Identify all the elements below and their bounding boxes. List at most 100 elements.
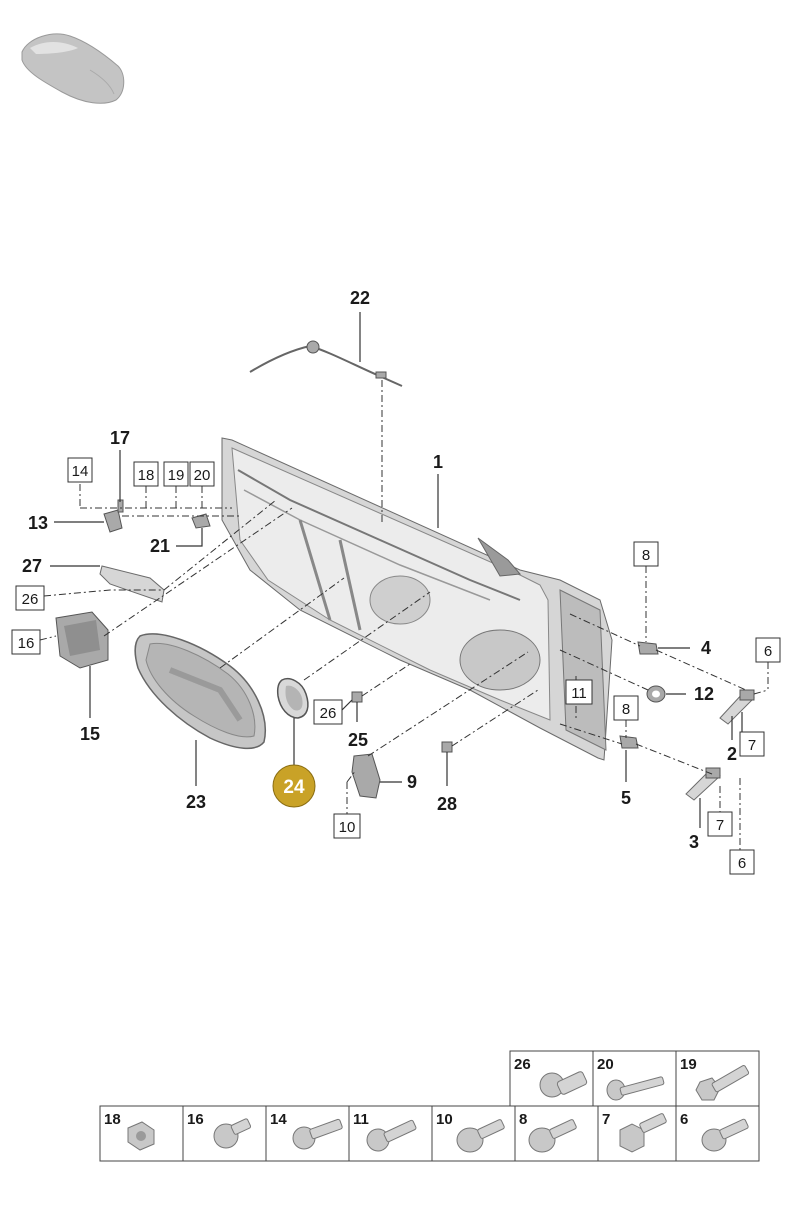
ref-box-7[interactable]: 7 <box>707 811 733 837</box>
fastener-cell[interactable]: 10 <box>431 1105 516 1162</box>
fastener-cell[interactable]: 26 <box>509 1050 594 1107</box>
svg-text:26: 26 <box>514 1056 531 1073</box>
ref-box-20[interactable]: 20 <box>189 461 215 487</box>
svg-text:24: 24 <box>283 777 305 798</box>
clip-part-13[interactable] <box>103 509 123 533</box>
door-shell-part-1[interactable] <box>221 437 613 761</box>
callout-2[interactable]: 2 <box>727 744 737 764</box>
clip-part-21[interactable] <box>191 513 211 529</box>
fastener-cell[interactable]: 14 <box>265 1105 350 1162</box>
hinge-part-3[interactable] <box>685 767 721 801</box>
hinge-bracket-part-4[interactable] <box>637 641 659 655</box>
fastener-cell[interactable]: 11 <box>348 1105 433 1162</box>
vehicle-thumbnail-icon <box>21 33 125 104</box>
svg-text:7: 7 <box>716 817 724 834</box>
svg-text:11: 11 <box>353 1111 369 1128</box>
callout-15[interactable]: 15 <box>80 724 100 744</box>
callout-25[interactable]: 25 <box>348 730 368 750</box>
svg-text:8: 8 <box>622 701 630 718</box>
callout-23[interactable]: 23 <box>186 792 206 812</box>
torx-bolt-icon <box>366 1119 417 1152</box>
hex-nut-icon <box>127 1121 155 1151</box>
svg-text:6: 6 <box>738 855 746 872</box>
callout-3[interactable]: 3 <box>689 832 699 852</box>
svg-text:8: 8 <box>519 1111 527 1128</box>
svg-text:20: 20 <box>597 1056 614 1073</box>
cover-part-24[interactable] <box>276 678 309 719</box>
callout-13[interactable]: 13 <box>28 513 48 533</box>
svg-text:19: 19 <box>168 467 185 484</box>
callout-27[interactable]: 27 <box>22 556 42 576</box>
ref-box-6[interactable]: 6 <box>729 849 755 875</box>
ref-box-16[interactable]: 16 <box>11 629 41 655</box>
grommet-part-12[interactable] <box>646 685 666 703</box>
ref-box-18[interactable]: 18 <box>133 461 159 487</box>
fastener-cell[interactable]: 7 <box>597 1105 677 1162</box>
callout-1[interactable]: 1 <box>433 452 443 472</box>
svg-text:11: 11 <box>571 685 587 702</box>
fastener-cell[interactable]: 20 <box>592 1050 677 1107</box>
fastener-cell[interactable]: 18 <box>99 1105 184 1162</box>
hinge-part-2[interactable] <box>719 689 755 725</box>
ref-box-10[interactable]: 10 <box>333 813 361 839</box>
ref-box-26[interactable]: 26 <box>15 585 45 611</box>
svg-text:26: 26 <box>320 705 337 722</box>
svg-text:6: 6 <box>680 1111 688 1128</box>
ref-box-11[interactable]: 11 <box>565 679 593 705</box>
callout-4[interactable]: 4 <box>701 638 711 658</box>
clip-part-28[interactable] <box>441 741 453 753</box>
long-bolt-icon <box>606 1076 665 1101</box>
hinge-bracket-part-5[interactable] <box>619 735 639 749</box>
ref-box-8[interactable]: 8 <box>633 541 659 567</box>
ref-box-8[interactable]: 8 <box>613 695 639 721</box>
flange-torx-bolt-icon <box>528 1119 577 1153</box>
callout-9[interactable]: 9 <box>407 772 417 792</box>
flange-bolt-icon <box>539 1071 588 1098</box>
svg-text:14: 14 <box>72 463 89 480</box>
leader-lines <box>39 312 769 850</box>
highlight-badge-24[interactable]: 24 <box>272 764 316 808</box>
ref-box-14[interactable]: 14 <box>67 457 93 483</box>
cover-part-23[interactable] <box>134 633 266 750</box>
svg-text:18: 18 <box>104 1111 121 1128</box>
callout-28[interactable]: 28 <box>437 794 457 814</box>
control-unit-part-15[interactable] <box>55 611 109 669</box>
svg-text:16: 16 <box>18 635 35 652</box>
svg-text:10: 10 <box>436 1111 453 1128</box>
svg-text:8: 8 <box>642 547 650 564</box>
svg-text:14: 14 <box>270 1111 287 1128</box>
ref-box-26[interactable]: 26 <box>313 699 343 725</box>
ref-box-7[interactable]: 7 <box>739 731 765 757</box>
hex-bolt-icon <box>695 1065 750 1101</box>
callout-22[interactable]: 22 <box>350 288 370 308</box>
hex-flange-bolt-icon <box>619 1113 667 1153</box>
release-cable-part-22[interactable] <box>249 340 403 387</box>
torx-bolt-icon <box>292 1118 343 1150</box>
fastener-cell[interactable]: 16 <box>182 1105 267 1162</box>
callout-12[interactable]: 12 <box>694 684 714 704</box>
fastener-cell[interactable]: 19 <box>675 1050 760 1107</box>
torx-bolt-icon <box>701 1118 749 1152</box>
callout-5[interactable]: 5 <box>621 788 631 808</box>
svg-text:10: 10 <box>339 819 356 836</box>
ref-box-19[interactable]: 19 <box>163 461 189 487</box>
torx-screw-icon <box>213 1118 252 1149</box>
callout-17[interactable]: 17 <box>110 428 130 448</box>
svg-text:16: 16 <box>187 1111 204 1128</box>
svg-text:18: 18 <box>138 467 155 484</box>
bracket-part-27[interactable] <box>99 565 165 603</box>
fastener-table: 26 20 19 18 <box>99 1050 760 1162</box>
svg-text:20: 20 <box>194 467 211 484</box>
callout-labels: 22 17 1 13 21 27 4 12 15 25 2 9 5 23 28 … <box>22 288 737 852</box>
connector-part-9[interactable] <box>351 753 381 799</box>
boxed-refs: 14 18 19 20 26 16 8 6 11 26 8 7 10 7 6 <box>11 457 781 875</box>
svg-text:6: 6 <box>764 643 772 660</box>
svg-text:7: 7 <box>748 737 756 754</box>
svg-text:19: 19 <box>680 1056 697 1073</box>
ref-box-6[interactable]: 6 <box>755 637 781 663</box>
callout-21[interactable]: 21 <box>150 536 170 556</box>
fastener-cell[interactable]: 6 <box>675 1105 760 1162</box>
fastener-cell[interactable]: 8 <box>514 1105 599 1162</box>
clip-part-25[interactable] <box>351 691 363 703</box>
